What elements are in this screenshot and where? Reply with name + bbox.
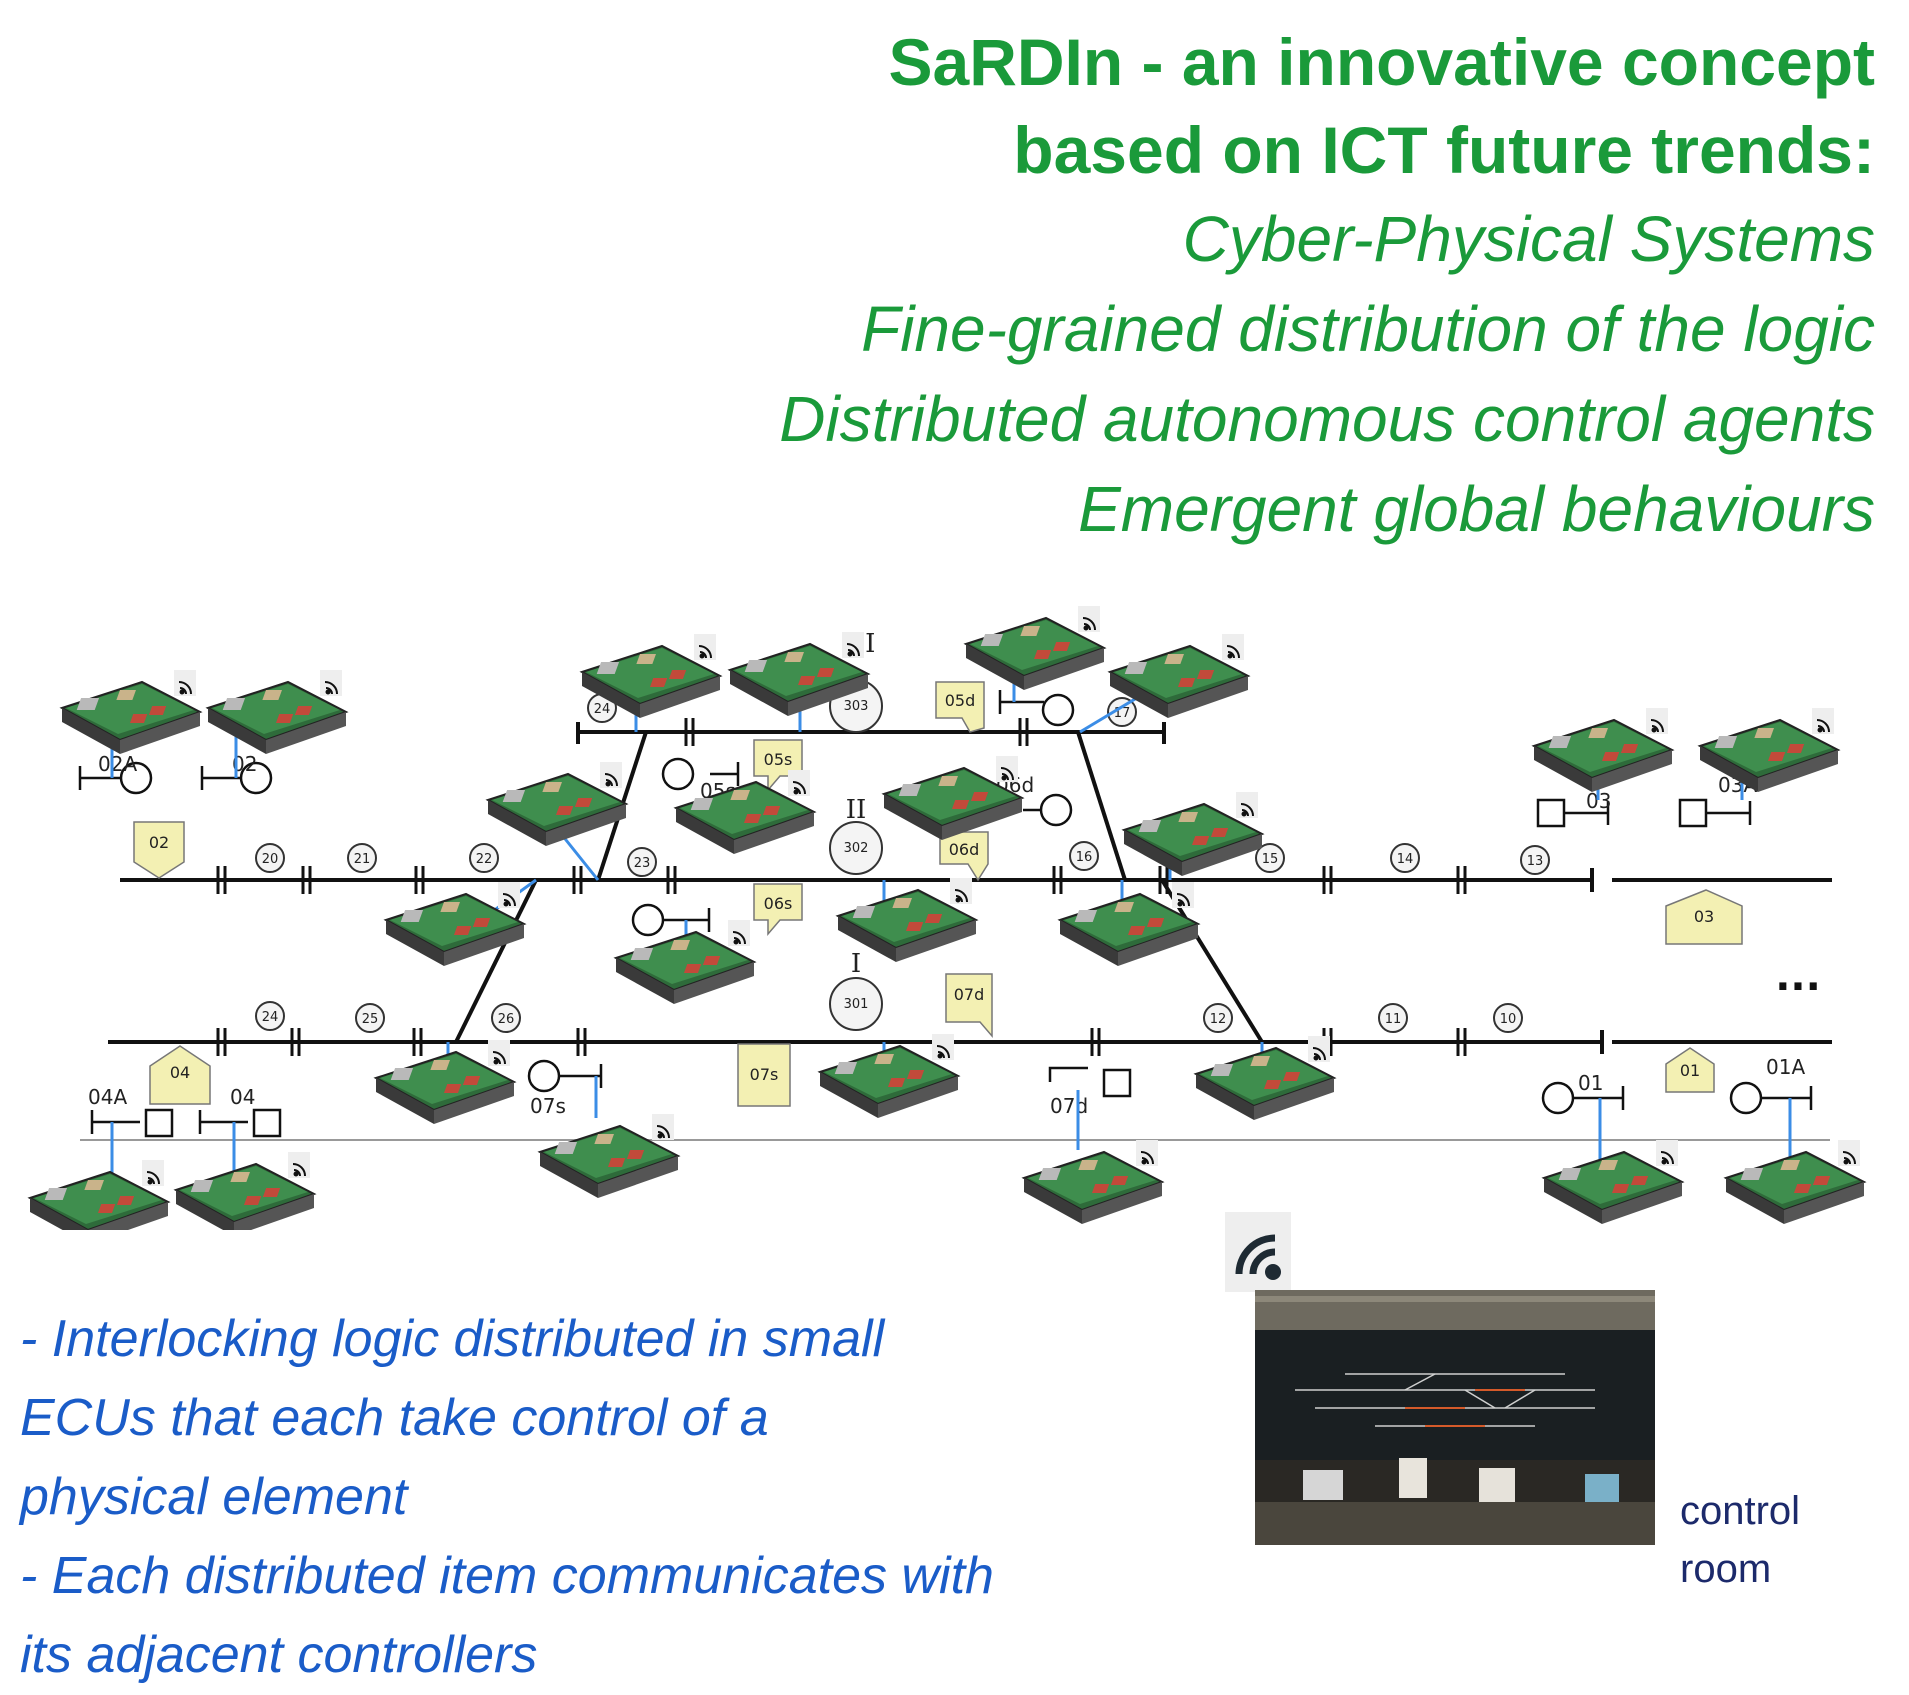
trend-item: Distributed autonomous control agents bbox=[779, 383, 1875, 455]
track-circuit-label: 22 bbox=[476, 852, 493, 867]
track-circuit-label: 11 bbox=[1385, 1012, 1402, 1027]
title-line-1: SaRDIn - an innovative concept bbox=[888, 25, 1875, 99]
track-circuit-label: 15 bbox=[1262, 852, 1279, 867]
ecu-board bbox=[207, 669, 347, 755]
wireless-icon bbox=[1225, 1212, 1291, 1292]
route-tag-label: 02 bbox=[149, 833, 169, 852]
trend-item: Emergent global behaviours bbox=[1078, 473, 1875, 545]
signal-label: 01 bbox=[1578, 1071, 1603, 1095]
signal-label: 02A bbox=[98, 752, 137, 776]
signal-label: 04 bbox=[230, 1085, 255, 1109]
ecu-board bbox=[539, 1113, 679, 1199]
track-circuit-label: 12 bbox=[1210, 1012, 1227, 1027]
trend-item: Cyber-Physical Systems bbox=[1182, 203, 1875, 275]
ecu-board bbox=[61, 669, 201, 755]
track-circuit-label: 16 bbox=[1076, 850, 1093, 865]
ecu-board bbox=[1059, 881, 1199, 967]
signal-label: 07d bbox=[1050, 1094, 1088, 1118]
title-line-2: based on ICT future trends: bbox=[1013, 113, 1875, 187]
ecu-board bbox=[1023, 1139, 1163, 1225]
bullet-line: - Each distributed item communicates wit… bbox=[20, 1547, 994, 1605]
track-circuit-label: 25 bbox=[362, 1012, 379, 1027]
route-tag-label: 03 bbox=[1694, 907, 1714, 926]
route-tag-label: 07d bbox=[954, 985, 985, 1004]
track-circuit-label: 24 bbox=[594, 702, 611, 717]
ecu-board bbox=[375, 1039, 515, 1125]
route-tag-label: 06s bbox=[764, 894, 793, 913]
ecu-board bbox=[1123, 791, 1263, 877]
title-block: SaRDIn - an innovative concept based on … bbox=[575, 18, 1875, 554]
bullet-line: ECUs that each take control of a bbox=[20, 1389, 769, 1447]
trend-item: Fine-grained distribution of the logic bbox=[861, 293, 1875, 365]
bullet-line: - Interlocking logic distributed in smal… bbox=[20, 1310, 885, 1368]
track-circuit-label: 14 bbox=[1397, 852, 1414, 867]
track-circuit-label: 24 bbox=[262, 1010, 279, 1025]
track-roman-label: I bbox=[851, 949, 861, 979]
route-tag-label: 06d bbox=[949, 840, 980, 859]
room-label-line: room bbox=[1680, 1547, 1772, 1591]
room-label-line: control bbox=[1680, 1489, 1801, 1533]
bullet-line: physical element bbox=[20, 1468, 408, 1526]
track-circuit-label: 301 bbox=[844, 997, 869, 1012]
railway-interlocking-diagram: 20 21 22 23 302 16 15 14 13 24 303 17 24… bbox=[29, 605, 1865, 1230]
ecu-board bbox=[965, 605, 1105, 691]
signal-label: 01A bbox=[1766, 1055, 1805, 1079]
track-circuit-label: 23 bbox=[634, 856, 651, 871]
track-circuit-label: 10 bbox=[1500, 1012, 1517, 1027]
route-tag-label: 05d bbox=[945, 691, 976, 710]
signal-label: 07s bbox=[530, 1094, 566, 1118]
track-circuit-label: 21 bbox=[354, 852, 371, 867]
track-circuit-label: 303 bbox=[844, 699, 869, 714]
ecu-board bbox=[883, 755, 1023, 841]
ecu-board bbox=[1543, 1139, 1683, 1225]
ecu-board bbox=[29, 1159, 169, 1230]
signals bbox=[78, 690, 1813, 1138]
ecu-board bbox=[385, 881, 525, 967]
control-room-label: control room bbox=[1680, 1482, 1800, 1598]
track-circuit-label: 20 bbox=[262, 852, 279, 867]
track-circuits bbox=[255, 679, 1550, 1033]
route-tags bbox=[133, 681, 1743, 1107]
signal-label: 04A bbox=[88, 1085, 127, 1109]
track-circuit-label: 26 bbox=[498, 1012, 515, 1027]
ecu-board bbox=[175, 1151, 315, 1230]
bullet-line: its adjacent controllers bbox=[20, 1626, 538, 1684]
route-tag-label: 07s bbox=[750, 1065, 779, 1084]
bullet-list: - Interlocking logic distributed in smal… bbox=[20, 1300, 1150, 1695]
control-room-photo bbox=[1255, 1290, 1655, 1545]
ecu-board bbox=[819, 1033, 959, 1119]
track-circuit-label: 302 bbox=[844, 841, 869, 856]
ecu-board bbox=[487, 761, 627, 847]
ecu-board bbox=[1195, 1035, 1335, 1121]
track-circuit-label: 13 bbox=[1527, 854, 1544, 869]
route-tag-label: 01 bbox=[1680, 1061, 1700, 1080]
continuation-ellipsis: ... bbox=[1775, 954, 1821, 1000]
ecu-board bbox=[1533, 707, 1673, 793]
ecu-board bbox=[1725, 1139, 1865, 1225]
route-tag-label: 04 bbox=[170, 1063, 190, 1082]
route-tag-label: 05s bbox=[764, 750, 793, 769]
ecu-board bbox=[675, 769, 815, 855]
track-roman-label: II bbox=[846, 795, 867, 825]
